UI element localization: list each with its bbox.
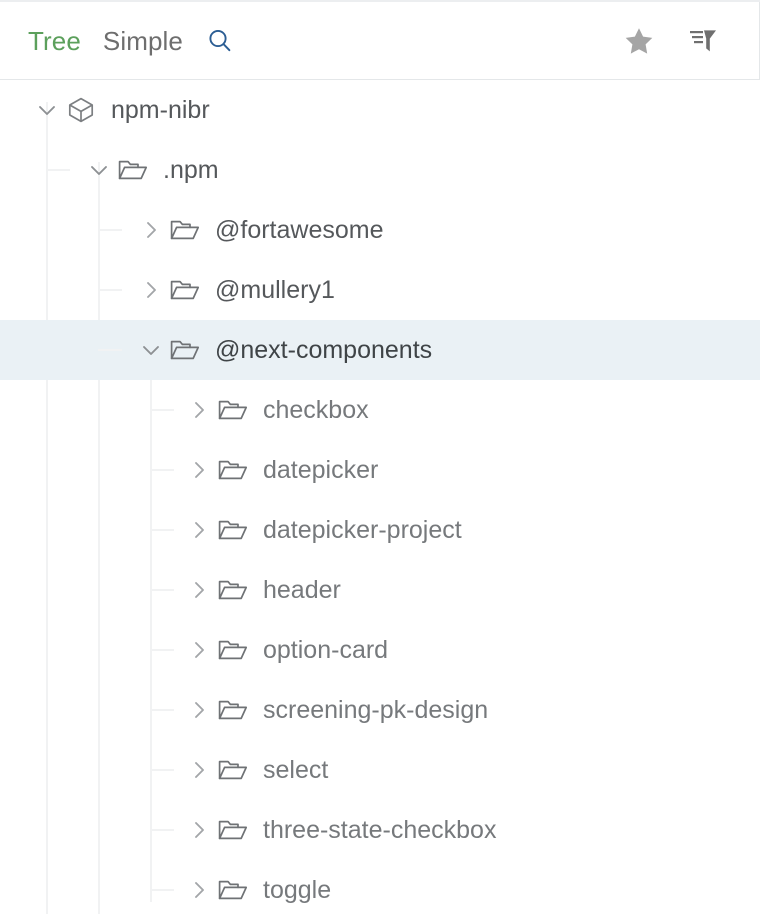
toolbar-right-group (621, 23, 737, 59)
tab-simple[interactable]: Simple (102, 25, 183, 56)
chevron-down-icon[interactable] (84, 155, 114, 185)
tree-row[interactable]: npm-nibr (0, 80, 760, 140)
tree-node-label: checkbox (263, 395, 369, 424)
tree-guide-rail-3 (150, 342, 152, 902)
folder-open-icon (168, 275, 202, 305)
folder-open-icon (216, 755, 250, 785)
tree-node-label: datepicker (263, 455, 379, 484)
chevron-right-icon[interactable] (184, 635, 214, 665)
tree-row[interactable]: option-card (0, 620, 760, 680)
tree-guide-rail-1 (46, 102, 48, 914)
package-cube-icon (64, 95, 98, 125)
tree-connector (150, 649, 174, 651)
folder-open-icon (216, 515, 250, 545)
folder-open-icon (216, 815, 250, 845)
tab-tree[interactable]: Tree (28, 25, 81, 56)
tree-connector-last (150, 860, 174, 891)
tree-connector (150, 529, 174, 531)
tree-node-label: @next-components (215, 335, 433, 364)
chevron-right-icon[interactable] (184, 875, 214, 905)
tree-connector (98, 289, 122, 291)
tree-row[interactable]: datepicker (0, 440, 760, 500)
tree-node-label: screening-pk-design (263, 695, 489, 724)
chevron-right-icon[interactable] (136, 215, 166, 245)
tree-node-label: select (263, 755, 329, 784)
folder-open-icon (216, 575, 250, 605)
folder-open-icon (216, 635, 250, 665)
tree-row[interactable]: @mullery1 (0, 260, 760, 320)
tree-connector (46, 169, 70, 171)
folder-open-icon (168, 215, 202, 245)
chevron-right-icon[interactable] (184, 455, 214, 485)
tree-node-label: three-state-checkbox (263, 815, 497, 844)
folder-open-icon (216, 875, 250, 905)
tree-connector (98, 229, 122, 231)
chevron-right-icon[interactable] (184, 575, 214, 605)
chevron-right-icon[interactable] (184, 815, 214, 845)
tree-row[interactable]: .npm (0, 140, 760, 200)
tree-row[interactable]: select (0, 740, 760, 800)
tree-connector (98, 349, 122, 351)
filter-icon[interactable] (685, 23, 721, 59)
chevron-right-icon[interactable] (184, 395, 214, 425)
folder-open-icon (216, 395, 250, 425)
folder-open-icon (216, 455, 250, 485)
tree-guide-rail-2 (98, 162, 100, 914)
tree-row[interactable]: screening-pk-design (0, 680, 760, 740)
tree-connector (150, 709, 174, 711)
chevron-right-icon[interactable] (184, 755, 214, 785)
tree-connector (150, 829, 174, 831)
chevron-down-icon[interactable] (32, 95, 62, 125)
tree-node-label: toggle (263, 875, 332, 904)
chevron-down-icon[interactable] (136, 335, 166, 365)
toolbar-left-group: Tree Simple (28, 24, 621, 58)
tree-row[interactable]: header (0, 560, 760, 620)
tree-node-label: datepicker-project (263, 515, 462, 544)
tree-row[interactable]: datepicker-project (0, 500, 760, 560)
chevron-right-icon[interactable] (184, 695, 214, 725)
tree-node-label: npm-nibr (111, 95, 210, 124)
folder-open-icon (116, 155, 150, 185)
tree-node-label: @mullery1 (215, 275, 335, 304)
folder-open-icon (216, 695, 250, 725)
tree-node-label: header (263, 575, 341, 604)
tree-connector (150, 409, 174, 411)
tree-connector (150, 469, 174, 471)
search-icon[interactable] (203, 24, 237, 58)
chevron-right-icon[interactable] (136, 275, 166, 305)
tree-row[interactable]: @next-components (0, 320, 760, 380)
chevron-right-icon[interactable] (184, 515, 214, 545)
tree-node-label: @fortawesome (215, 215, 384, 244)
tree-node-label: .npm (163, 155, 219, 184)
tree-row-list: npm-nibr .npm @fortawesome @mullery1 @ne… (0, 80, 760, 914)
tree-row[interactable]: @fortawesome (0, 200, 760, 260)
tree-view[interactable]: npm-nibr .npm @fortawesome @mullery1 @ne… (0, 80, 760, 914)
folder-open-icon (168, 335, 202, 365)
tree-row[interactable]: toggle (0, 860, 760, 914)
tree-connector (150, 769, 174, 771)
tree-row[interactable]: three-state-checkbox (0, 800, 760, 860)
tree-row[interactable]: checkbox (0, 380, 760, 440)
toolbar: Tree Simple (0, 2, 760, 80)
star-icon[interactable] (621, 23, 657, 59)
tree-connector (150, 589, 174, 591)
tree-node-label: option-card (263, 635, 389, 664)
